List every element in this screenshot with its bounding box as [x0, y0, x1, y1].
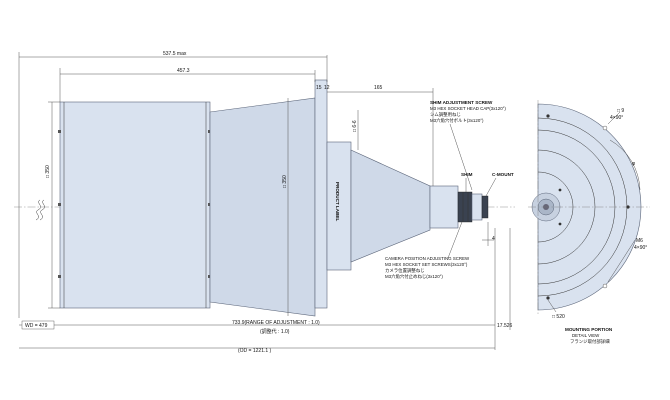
c-mount-thread [481, 195, 489, 219]
flange-right-dim: 12 [324, 85, 330, 91]
barrel-length-dim: 457.3 [177, 68, 190, 74]
detail-title: MOUNTING PORTION [565, 327, 613, 332]
mounting-flange [314, 79, 328, 309]
cam-adjust-jp-spec: M3六角穴付止めねじ(3x120°) [385, 273, 443, 280]
detail-m6-dim: M6 [636, 238, 643, 244]
adjust-range-dim: 733.9(RANGE OF ADJUSTMENT : 1.0) [232, 320, 320, 326]
detail-hole-dim: □ 9 [617, 108, 624, 114]
shim-gap-dim: 4 [492, 236, 495, 242]
mounting-detail-view: □ 9 4×90° φ M6 4×90° □ 520 MOUNTING PORT… [528, 100, 650, 345]
barrel-screw [58, 275, 61, 278]
object-plane-break [35, 199, 45, 221]
mid-diameter-dim: □ 6-6 [352, 120, 358, 132]
front-cone [350, 149, 431, 263]
top-dimensions: 537.5 max 457.3 15 12 165 [18, 51, 434, 318]
shim-adjust-jp-spec: M3六角穴付ボルト(3x120°) [430, 117, 484, 124]
taper-length-dim: 165 [374, 85, 383, 91]
mounting-hole [602, 125, 608, 131]
detail-subtitle: DETAIL VIEW [572, 333, 600, 338]
flange-left-dim: 15 [316, 85, 322, 91]
detail-bottom-dim: □ 520 [552, 314, 565, 320]
barrel-screw [58, 130, 61, 133]
callouts: SHIM ADJUSTMENT SCREW M3 HEX SOCKET HEAD… [385, 100, 514, 280]
od-dim: (OD = 1221.1 ) [238, 348, 272, 354]
body-diameter-dim: □ 350 [45, 165, 51, 178]
detail-hole-qty: 4×90° [610, 115, 623, 121]
product-label-text: PRODUCT LABEL [335, 182, 340, 221]
flange-diameter-dim: □ 350 [282, 175, 288, 188]
cam-adjust-spec: M3 HEX SOCKET SET SCREWS(3x120°) [385, 262, 468, 267]
camera-adapter [429, 185, 459, 229]
back-focus-dim: 17.526 [497, 323, 513, 329]
c-mount-label: C-MOUNT [492, 172, 514, 177]
wd-dim: WD = 479 [25, 323, 48, 329]
c-mount-ring [471, 193, 483, 221]
shim-ring [457, 191, 473, 223]
shim-adjust-jp: シム調整用ねじ [430, 111, 461, 118]
cam-adjust-title: CAMERA POSITION ADJUSTING SCREW [385, 256, 470, 261]
detail-jp: フランジ取付部詳細 [570, 338, 610, 345]
detail-m6-qty: 4×90° [634, 245, 647, 251]
shim-adjust-spec: M3 HEX SOCKET HEAD CAP(3x120°) [430, 106, 506, 111]
main-barrel [59, 101, 211, 309]
lens-side-view: PRODUCT LABEL [14, 79, 515, 317]
taper-cone [209, 97, 316, 317]
shim-adjust-title: SHIM ADJUSTMENT SCREW [430, 100, 493, 105]
overall-length-dim: 537.5 max [163, 51, 187, 57]
cam-adjust-jp: カメラ位置調整ねじ [385, 267, 425, 274]
bottom-dimensions: WD = 479 733.9(RANGE OF ADJUSTMENT : 1.0… [19, 228, 513, 354]
detail-phi-dim: φ [632, 161, 636, 167]
diameter-dimensions: □ 350 □ 350 □ 6-6 [45, 98, 359, 316]
adjust-range-jp: (調整代 : 1.0) [260, 328, 290, 335]
barrel-screw [58, 203, 61, 206]
mounting-hole [602, 283, 608, 289]
shim-label: SHIM [461, 172, 473, 177]
